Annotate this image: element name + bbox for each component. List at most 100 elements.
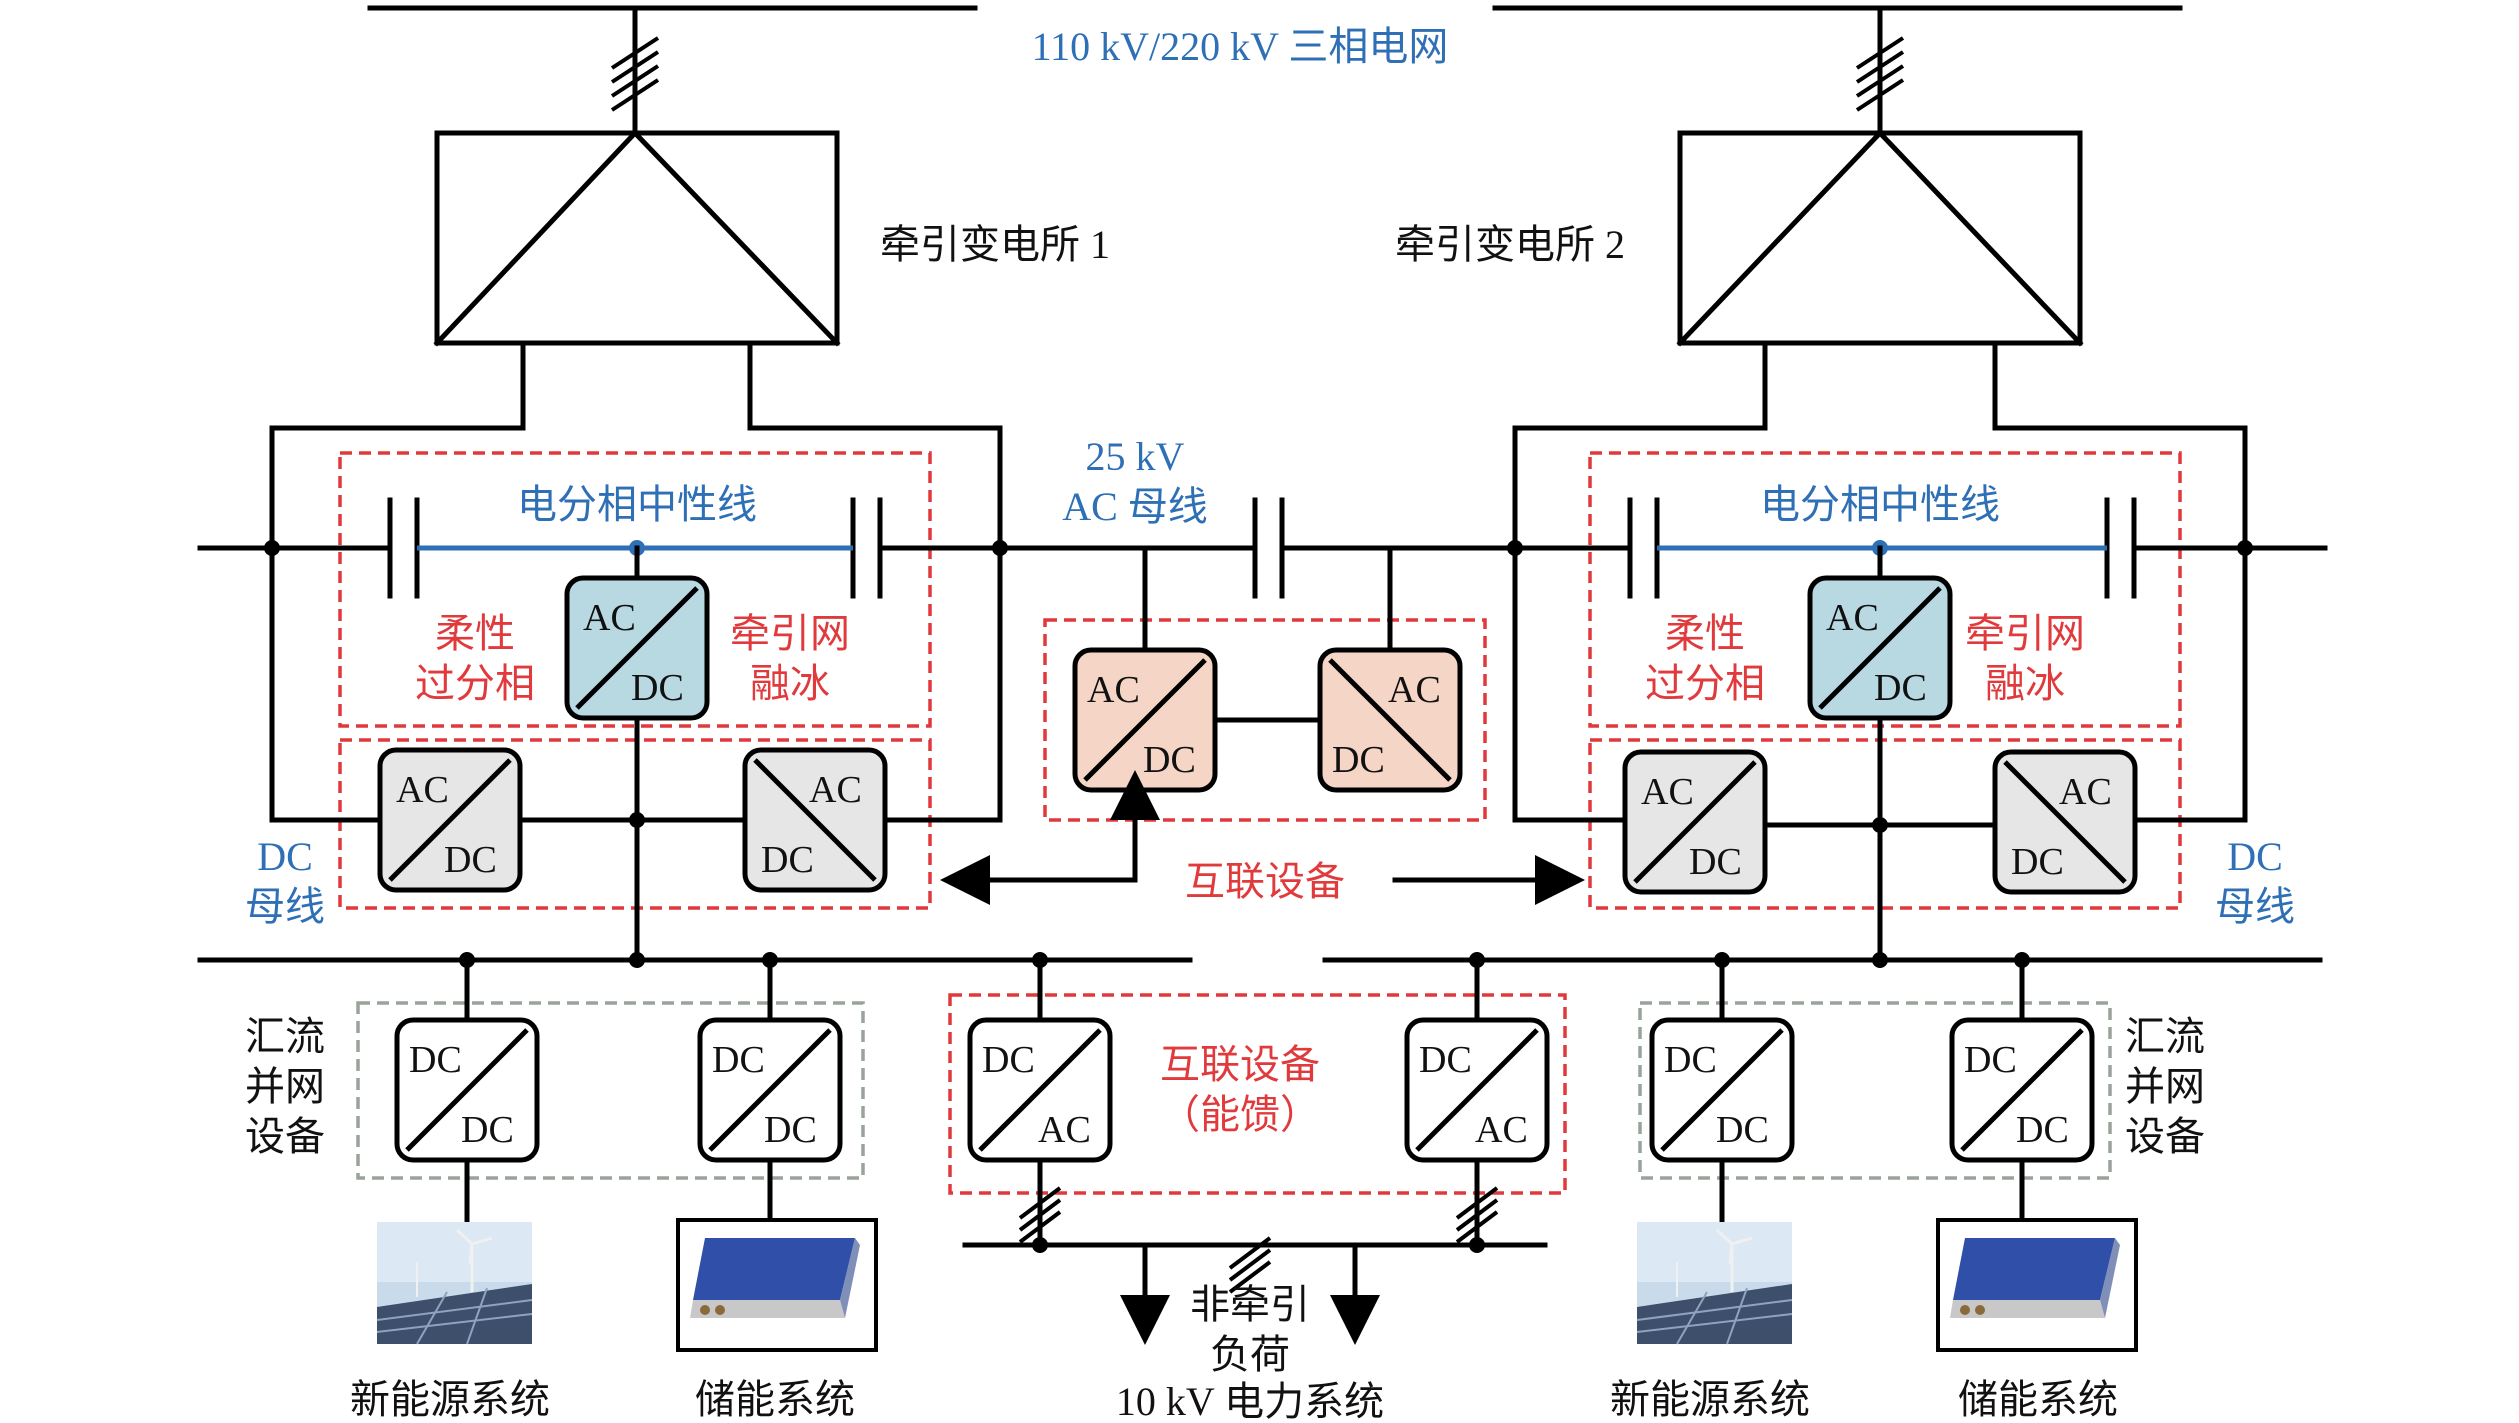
svg-text:DC: DC bbox=[2016, 1109, 2069, 1151]
storage-label-right: 储能系统 bbox=[1958, 1377, 2118, 1422]
deice-label-1-left: 牵引网 bbox=[730, 611, 850, 656]
svg-text:DC: DC bbox=[982, 1039, 1035, 1081]
interconnect-arrows: 互联设备 bbox=[940, 770, 1585, 905]
ac-bus-label-1: 25 kV bbox=[1086, 434, 1185, 479]
svg-text:AC: AC bbox=[2059, 771, 2112, 813]
right-pink-region bbox=[1588, 451, 2182, 728]
nontraction-label-1: 非牵引 bbox=[1190, 1282, 1310, 1327]
svg-text:AC: AC bbox=[809, 769, 862, 811]
svg-text:DC: DC bbox=[1964, 1039, 2017, 1081]
deice-label-2-right: 融冰 bbox=[1985, 661, 2065, 706]
svg-text:DC: DC bbox=[1664, 1039, 1717, 1081]
svg-text:DC: DC bbox=[1143, 739, 1196, 781]
svg-text:AC: AC bbox=[1388, 669, 1441, 711]
svg-text:AC: AC bbox=[583, 597, 636, 639]
converter-dcdc-right-2: DC DC bbox=[1952, 1020, 2092, 1160]
neutral-label-left: 电分相中性线 bbox=[517, 482, 757, 527]
storage-image-right bbox=[1936, 1218, 2138, 1352]
svg-text:AC: AC bbox=[396, 769, 449, 811]
power-system-label: 10 kV 电力系统 bbox=[1116, 1379, 1384, 1423]
svg-text:AC: AC bbox=[1475, 1109, 1528, 1151]
svg-text:DC: DC bbox=[764, 1109, 817, 1151]
deice-label-2-left: 融冰 bbox=[750, 661, 830, 706]
left-pink-region bbox=[338, 451, 932, 728]
substation-1: 牵引变电所 1 bbox=[269, 5, 1110, 823]
dc-distribution bbox=[197, 952, 2323, 1023]
svg-text:DC: DC bbox=[1332, 739, 1385, 781]
converter-acdc-left-center: AC DC bbox=[567, 578, 707, 718]
substation1-label: 牵引变电所 1 bbox=[880, 222, 1110, 267]
center-bottom-region bbox=[948, 993, 1567, 1195]
svg-text:DC: DC bbox=[1874, 667, 1927, 709]
right-green-region bbox=[1638, 1001, 2112, 1180]
right-tan-region bbox=[1588, 738, 2182, 910]
dc-bus-label-1-left: DC bbox=[257, 834, 313, 879]
converter-acdc-right-2: AC DC bbox=[1995, 752, 2135, 892]
converter-dcdc-right-1: DC DC bbox=[1652, 1020, 1792, 1160]
left-green-region bbox=[356, 1001, 865, 1180]
renewable-image-left bbox=[376, 1222, 533, 1345]
ac-bus-label-2: AC 母线 bbox=[1062, 484, 1208, 529]
combiner-label-3-right: 设备 bbox=[2125, 1114, 2205, 1159]
dc-bus-label-2-right: 母线 bbox=[2215, 884, 2295, 929]
converter-acdc-left-1: AC DC bbox=[380, 750, 520, 890]
storage-image-left bbox=[676, 1218, 878, 1352]
left-flex-block: AC DC 柔性 过分相 牵引网 融冰 bbox=[415, 578, 850, 718]
right-combiner: DC DC DC DC 汇流 并网 设备 bbox=[1652, 1014, 2205, 1223]
flex-label-1-right: 柔性 bbox=[1665, 611, 1745, 656]
svg-text:DC: DC bbox=[761, 839, 814, 881]
left-combiner: DC DC DC DC 汇流 并网 设备 bbox=[245, 1014, 840, 1223]
combiner-label-2-left: 并网 bbox=[245, 1064, 325, 1109]
neutral-section-left: 电分相中性线 bbox=[417, 482, 853, 581]
svg-text:AC: AC bbox=[1641, 771, 1694, 813]
right-acdc-pair: AC DC AC DC DC 母线 bbox=[1625, 715, 2295, 963]
combiner-label-2-right: 并网 bbox=[2125, 1064, 2205, 1109]
grid-bus: 110 kV/220 kV 三相电网 bbox=[367, 5, 2183, 69]
converter-acdc-center-right: AC DC bbox=[1320, 650, 1460, 790]
power-system-bus: 非牵引 负荷 10 kV 电力系统 bbox=[962, 1236, 1548, 1423]
flex-label-2-left: 过分相 bbox=[415, 661, 535, 706]
svg-text:DC: DC bbox=[712, 1039, 765, 1081]
center-tan-region bbox=[1043, 618, 1487, 822]
svg-text:DC: DC bbox=[1689, 841, 1742, 883]
right-flex-block: AC DC 柔性 过分相 牵引网 融冰 bbox=[1645, 578, 2085, 718]
center-interconnect: AC DC AC DC bbox=[1075, 545, 1460, 790]
storage-label-left: 储能系统 bbox=[695, 1377, 855, 1422]
dc-bus-label-1-right: DC bbox=[2227, 834, 2283, 879]
combiner-label-1-right: 汇流 bbox=[2125, 1014, 2205, 1059]
converter-acdc-center-left: AC DC bbox=[1075, 650, 1215, 790]
svg-text:DC: DC bbox=[2011, 841, 2064, 883]
bottom-labels: 新能源系统 储能系统 新能源系统 储能系统 bbox=[350, 1377, 2118, 1422]
substation2-label: 牵引变电所 2 bbox=[1395, 222, 1625, 267]
svg-text:DC: DC bbox=[1716, 1109, 1769, 1151]
center-feed-interconnect: DC AC DC AC 互联设备 （能馈） bbox=[970, 1020, 1547, 1248]
converter-dcdc-left-2: DC DC bbox=[700, 1020, 840, 1160]
svg-text:DC: DC bbox=[461, 1109, 514, 1151]
converter-acdc-left-2: AC DC bbox=[745, 750, 885, 890]
grid-label: 110 kV/220 kV 三相电网 bbox=[1032, 24, 1449, 69]
deice-label-1-right: 牵引网 bbox=[1965, 611, 2085, 656]
renewable-image-right bbox=[1636, 1222, 1793, 1345]
interconnect-feed-label-1: 互联设备 bbox=[1160, 1042, 1320, 1087]
svg-text:DC: DC bbox=[631, 667, 684, 709]
neutral-label-right: 电分相中性线 bbox=[1760, 482, 2000, 527]
svg-text:DC: DC bbox=[444, 839, 497, 881]
converter-acdc-right-center: AC DC bbox=[1810, 578, 1950, 718]
flex-label-1-left: 柔性 bbox=[435, 611, 515, 656]
svg-text:AC: AC bbox=[1038, 1109, 1091, 1151]
left-acdc-pair: AC DC AC DC DC 母线 bbox=[245, 715, 885, 963]
flex-label-2-right: 过分相 bbox=[1645, 661, 1765, 706]
converter-acdc-right-1: AC DC bbox=[1625, 752, 1765, 892]
neutral-section-right: 电分相中性线 bbox=[1657, 482, 2107, 581]
svg-text:DC: DC bbox=[409, 1039, 462, 1081]
svg-text:AC: AC bbox=[1087, 669, 1140, 711]
renewable-label-left: 新能源系统 bbox=[350, 1377, 550, 1422]
nontraction-label-2: 负荷 bbox=[1210, 1332, 1290, 1377]
svg-text:DC: DC bbox=[1419, 1039, 1472, 1081]
converter-dcac-center-right: DC AC bbox=[1407, 1020, 1547, 1160]
renewable-label-right: 新能源系统 bbox=[1610, 1377, 1810, 1422]
combiner-label-1-left: 汇流 bbox=[245, 1014, 325, 1059]
combiner-label-3-left: 设备 bbox=[245, 1114, 325, 1159]
interconnect-feed-label-2: （能馈） bbox=[1160, 1092, 1320, 1137]
